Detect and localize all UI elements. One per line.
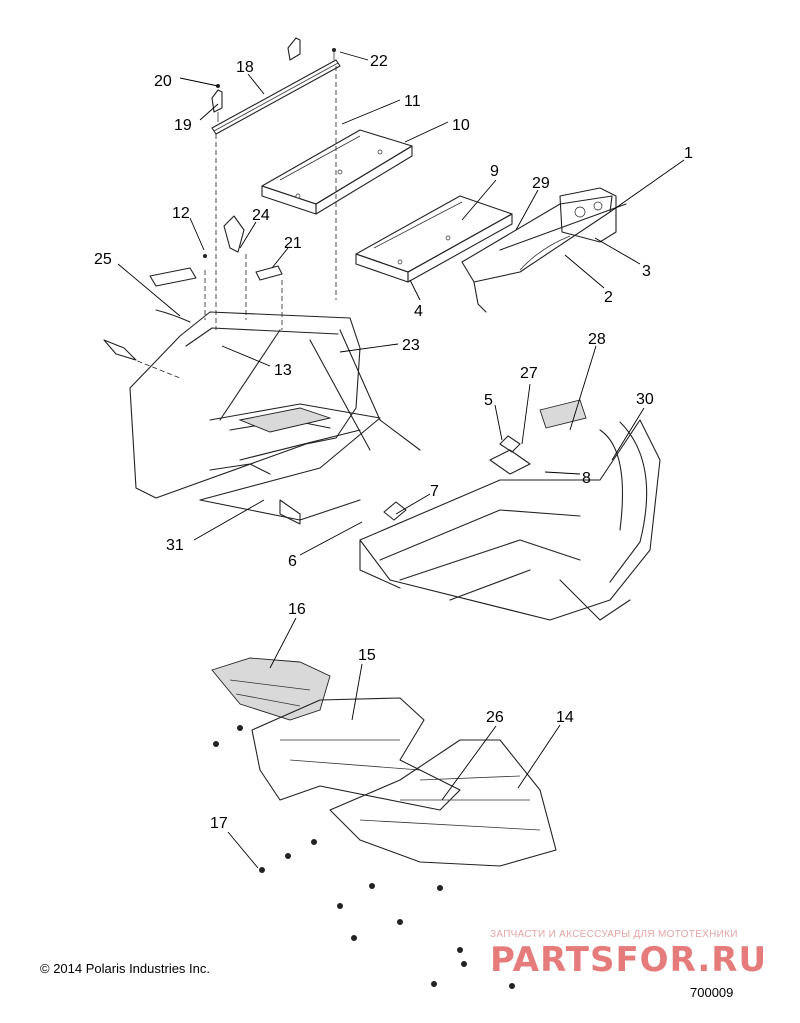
- fasteners: [213, 725, 515, 989]
- callout-23: 23: [402, 337, 420, 354]
- top-rail-part: [211, 37, 341, 135]
- callout-8: 8: [582, 470, 591, 487]
- callout-13: 13: [274, 362, 292, 379]
- callout-21: 21: [284, 235, 302, 252]
- callout-labels: 1 2 3 4 5 6 7 8 9 10 11 12 13 14 15 16 1…: [94, 53, 693, 832]
- copyright-notice: © 2014 Polaris Industries Inc.: [40, 961, 210, 976]
- callout-1: 1: [684, 145, 693, 162]
- callout-18: 18: [236, 59, 254, 76]
- watermark-logo: PARTSFOR.RU: [490, 940, 768, 980]
- callout-29: 29: [532, 175, 550, 192]
- skid-plate-16: [211, 657, 331, 721]
- callout-31: 31: [166, 537, 184, 554]
- callout-11: 11: [404, 93, 421, 110]
- watermark: ЗАПЧАСТИ И АКСЕССУАРЫ ДЛЯ МОТОТЕХНИКИ PA…: [490, 929, 790, 980]
- callout-25: 25: [94, 251, 112, 268]
- skid-plate-15: [251, 697, 461, 811]
- callout-3: 3: [642, 263, 651, 280]
- callout-16: 16: [288, 601, 306, 618]
- callout-24: 24: [252, 207, 270, 224]
- callout-19: 19: [174, 117, 192, 134]
- watermark-tagline: ЗАПЧАСТИ И АКСЕССУАРЫ ДЛЯ МОТОТЕХНИКИ: [490, 929, 738, 940]
- cargo-rail-10: [261, 129, 413, 215]
- callout-10: 10: [452, 117, 470, 134]
- skid-plate-14: [329, 739, 557, 867]
- assembly-lines: [129, 66, 337, 379]
- rear-main-frame: [359, 399, 661, 621]
- brackets: [103, 215, 283, 361]
- callout-9: 9: [490, 163, 499, 180]
- callout-2: 2: [604, 289, 613, 306]
- callout-5: 5: [484, 392, 493, 409]
- callout-6: 6: [288, 553, 297, 570]
- callout-14: 14: [556, 709, 574, 726]
- rear-frame-section: [461, 187, 627, 313]
- callout-4: 4: [414, 303, 423, 320]
- diagram-part-number: 700009: [690, 985, 734, 1000]
- callout-20: 20: [154, 73, 172, 90]
- callout-26: 26: [486, 709, 504, 726]
- callout-27: 27: [520, 365, 538, 382]
- front-main-frame: [129, 311, 421, 525]
- callout-28: 28: [588, 331, 606, 348]
- callout-30: 30: [636, 391, 654, 408]
- callout-22: 22: [370, 53, 388, 70]
- callout-7: 7: [430, 483, 439, 500]
- leader-lines: [117, 51, 685, 869]
- callout-15: 15: [358, 647, 376, 664]
- callout-17: 17: [210, 815, 228, 832]
- cargo-rail-4: [355, 195, 513, 283]
- callout-12: 12: [172, 205, 190, 222]
